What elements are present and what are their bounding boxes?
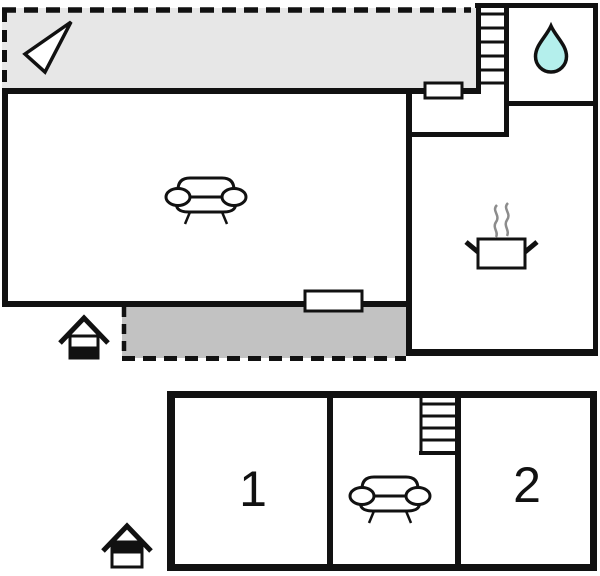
sofa-armrest bbox=[164, 187, 192, 207]
house-filled-half bbox=[68, 346, 100, 359]
floor-level-indicator-icon bbox=[101, 522, 153, 569]
sofa-leg bbox=[220, 211, 229, 225]
upper-floor-plan bbox=[2, 3, 598, 361]
floor-level-indicator-icon bbox=[58, 314, 110, 360]
pot-handle bbox=[523, 240, 539, 254]
terrace-north-area bbox=[2, 8, 479, 88]
wall bbox=[406, 132, 509, 137]
wall bbox=[476, 3, 481, 94]
wall bbox=[593, 3, 598, 356]
wall bbox=[509, 101, 598, 106]
sofa-armrest bbox=[220, 187, 248, 207]
sofa-armrest bbox=[404, 486, 432, 506]
wall bbox=[2, 88, 8, 307]
wall bbox=[504, 3, 509, 137]
sofa-armrest bbox=[348, 486, 376, 506]
sofa-icon bbox=[348, 475, 432, 524]
window-icon bbox=[303, 289, 364, 313]
wall bbox=[475, 3, 598, 8]
wall bbox=[167, 391, 175, 571]
stairs-icon bbox=[419, 398, 455, 455]
lower-walls bbox=[167, 391, 597, 571]
pot-handle bbox=[464, 240, 480, 254]
terrace-south-area bbox=[122, 307, 406, 358]
wall bbox=[590, 391, 597, 571]
north-arrow-icon bbox=[22, 20, 73, 75]
steam-icon bbox=[504, 202, 510, 237]
house-filled-half bbox=[110, 540, 144, 554]
terrace-north-dashed-border bbox=[2, 7, 471, 88]
house-roof bbox=[58, 314, 110, 345]
room-1-label: 1 bbox=[239, 461, 267, 517]
sofa-icon bbox=[164, 176, 248, 225]
sofa-leg bbox=[367, 510, 376, 524]
sofa-leg bbox=[183, 211, 192, 225]
wall bbox=[167, 564, 597, 571]
pot-body bbox=[476, 237, 527, 270]
lower-floor-plan: 1 2 bbox=[101, 391, 597, 571]
room-2-label: 2 bbox=[513, 457, 541, 513]
wall bbox=[2, 88, 481, 94]
wall bbox=[327, 391, 333, 571]
sofa-leg bbox=[404, 510, 413, 524]
steam-icon bbox=[493, 204, 499, 238]
wall bbox=[455, 391, 461, 571]
cooking-pot-icon bbox=[464, 202, 539, 270]
wall bbox=[406, 88, 412, 356]
wall bbox=[406, 349, 598, 356]
terrace-south-dashed-border bbox=[121, 307, 406, 361]
wall bbox=[2, 301, 412, 307]
window-icon bbox=[423, 81, 464, 100]
water-drop-icon bbox=[533, 21, 569, 74]
upper-walls bbox=[2, 3, 598, 356]
stairs-icon bbox=[481, 12, 504, 85]
house-roof bbox=[101, 522, 153, 553]
wall bbox=[167, 391, 597, 398]
